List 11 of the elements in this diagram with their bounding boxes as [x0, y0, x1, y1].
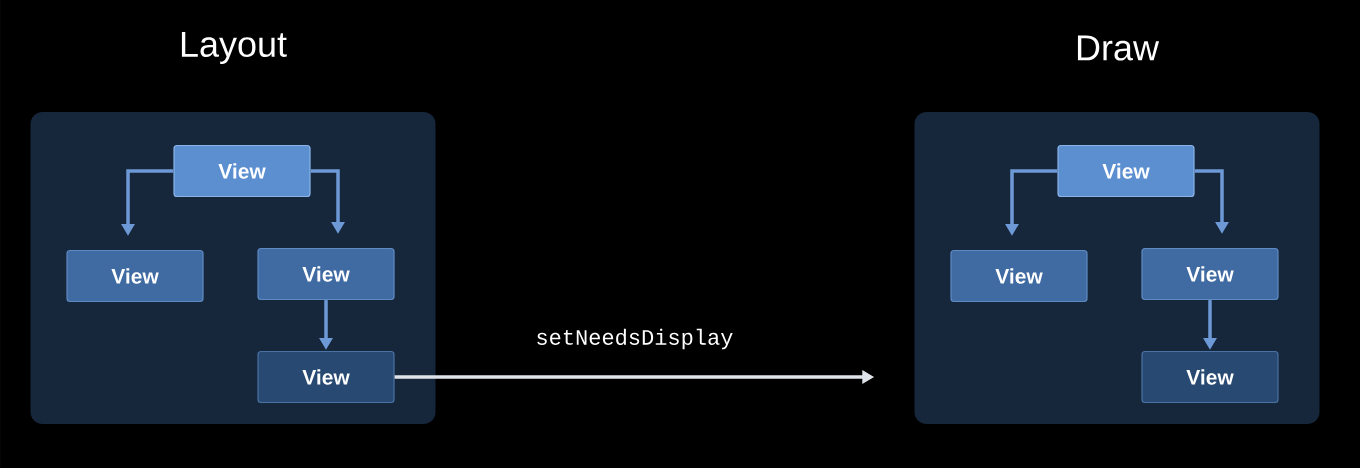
view-box: View	[1057, 144, 1195, 198]
view-box: View	[66, 249, 204, 303]
panel-title: Draw	[1077, 35, 1160, 61]
panel-title: Layout	[181, 31, 287, 65]
view-box: View	[173, 144, 311, 198]
edge-label: setNeedsDisplay	[537, 328, 733, 350]
view-box: View	[950, 249, 1088, 303]
view-box: View	[1141, 350, 1279, 404]
view-box: View	[257, 350, 395, 404]
view-box: View	[1141, 247, 1279, 301]
view-box: View	[257, 247, 395, 301]
